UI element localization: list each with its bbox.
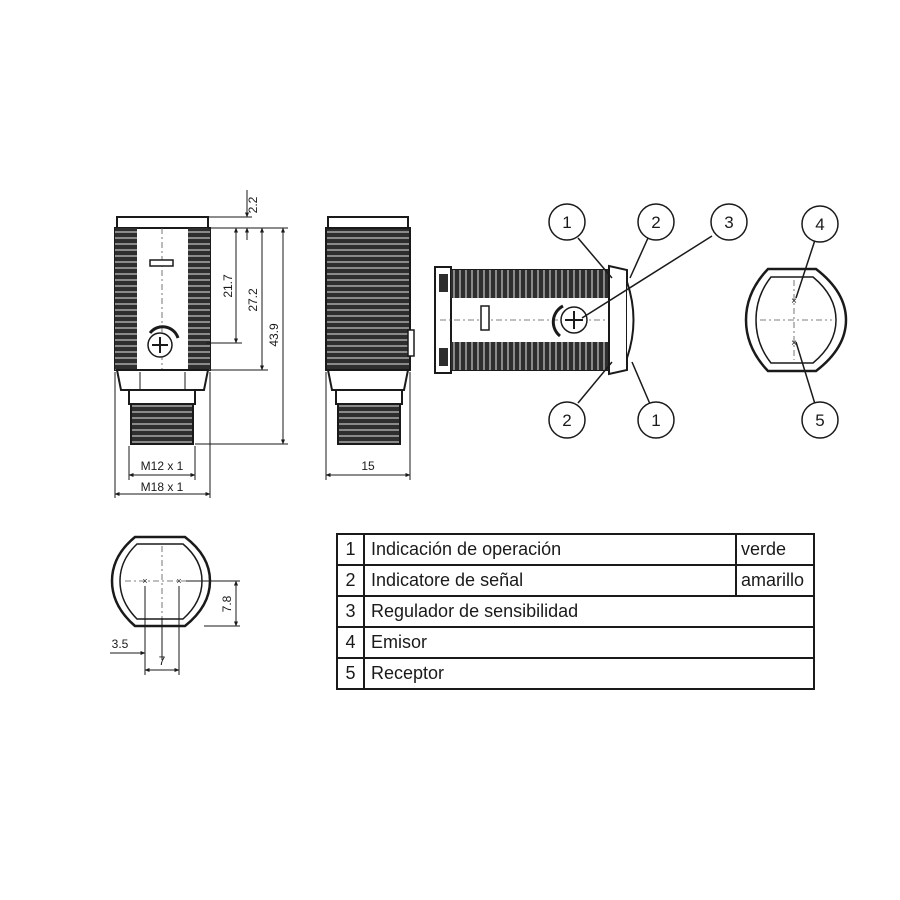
legend-number: 5: [336, 657, 365, 690]
horizontal-view: [434, 264, 635, 376]
front-view: [114, 216, 211, 445]
dim-thread-m18: M18 x 1: [141, 480, 184, 494]
legend-table: 1 Indicación de operación verde 2 Indica…: [336, 533, 815, 690]
callout-2-bottom: 2: [548, 401, 586, 439]
callout-5: 5: [801, 401, 839, 439]
legend-number: 3: [336, 595, 365, 628]
legend-description: Indicación de operación: [363, 533, 737, 566]
svg-text:5: 5: [815, 411, 824, 430]
callout-1-bottom: 1: [637, 401, 675, 439]
end-view-lens: × ×: [744, 267, 848, 373]
svg-text:2: 2: [651, 213, 660, 232]
svg-text:4: 4: [815, 215, 824, 234]
svg-text:2: 2: [562, 411, 571, 430]
dim-3-5: 3.5: [112, 637, 129, 651]
svg-text:1: 1: [562, 213, 571, 232]
callout-2-top: 2: [637, 203, 675, 241]
side-dimensions: [325, 372, 411, 480]
bottom-end-view: × ×: [110, 535, 212, 628]
callout-1-top: 1: [548, 203, 586, 241]
callout-4: 4: [801, 205, 839, 243]
legend-number: 2: [336, 564, 365, 597]
svg-text:×: ×: [142, 576, 147, 586]
dim-21-7: 21.7: [221, 274, 235, 298]
dim-7-8: 7.8: [220, 595, 234, 612]
legend-description: Emisor: [363, 626, 815, 659]
legend-color: verde: [735, 533, 815, 566]
dim-27-2: 27.2: [246, 288, 260, 312]
dim-thread-m12: M12 x 1: [141, 459, 184, 473]
front-dimensions: [114, 190, 288, 498]
callout-leaders: [577, 235, 816, 405]
legend-number: 4: [336, 626, 365, 659]
svg-text:×: ×: [791, 338, 797, 349]
legend-description: Regulador de sensibilidad: [363, 595, 815, 628]
callout-3: 3: [710, 203, 748, 241]
dim-43-9: 43.9: [267, 323, 281, 347]
svg-text:×: ×: [176, 576, 181, 586]
legend-color: amarillo: [735, 564, 815, 597]
legend-row: 3 Regulador de sensibilidad: [336, 595, 815, 628]
svg-text:×: ×: [791, 296, 797, 307]
legend-row: 4 Emisor: [336, 626, 815, 659]
dim-7: 7: [159, 654, 166, 668]
side-view: [325, 216, 415, 445]
legend-row: 5 Receptor: [336, 657, 815, 690]
legend-description: Receptor: [363, 657, 815, 690]
svg-text:3: 3: [724, 213, 733, 232]
dim-2-2: 2.2: [246, 196, 260, 213]
legend-description: Indicatore de señal: [363, 564, 737, 597]
legend-number: 1: [336, 533, 365, 566]
dim-width-15: 15: [361, 459, 375, 473]
svg-text:1: 1: [651, 411, 660, 430]
bottom-dimensions: [110, 580, 240, 675]
legend-row: 1 Indicación de operación verde: [336, 533, 815, 566]
legend-row: 2 Indicatore de señal amarillo: [336, 564, 815, 597]
